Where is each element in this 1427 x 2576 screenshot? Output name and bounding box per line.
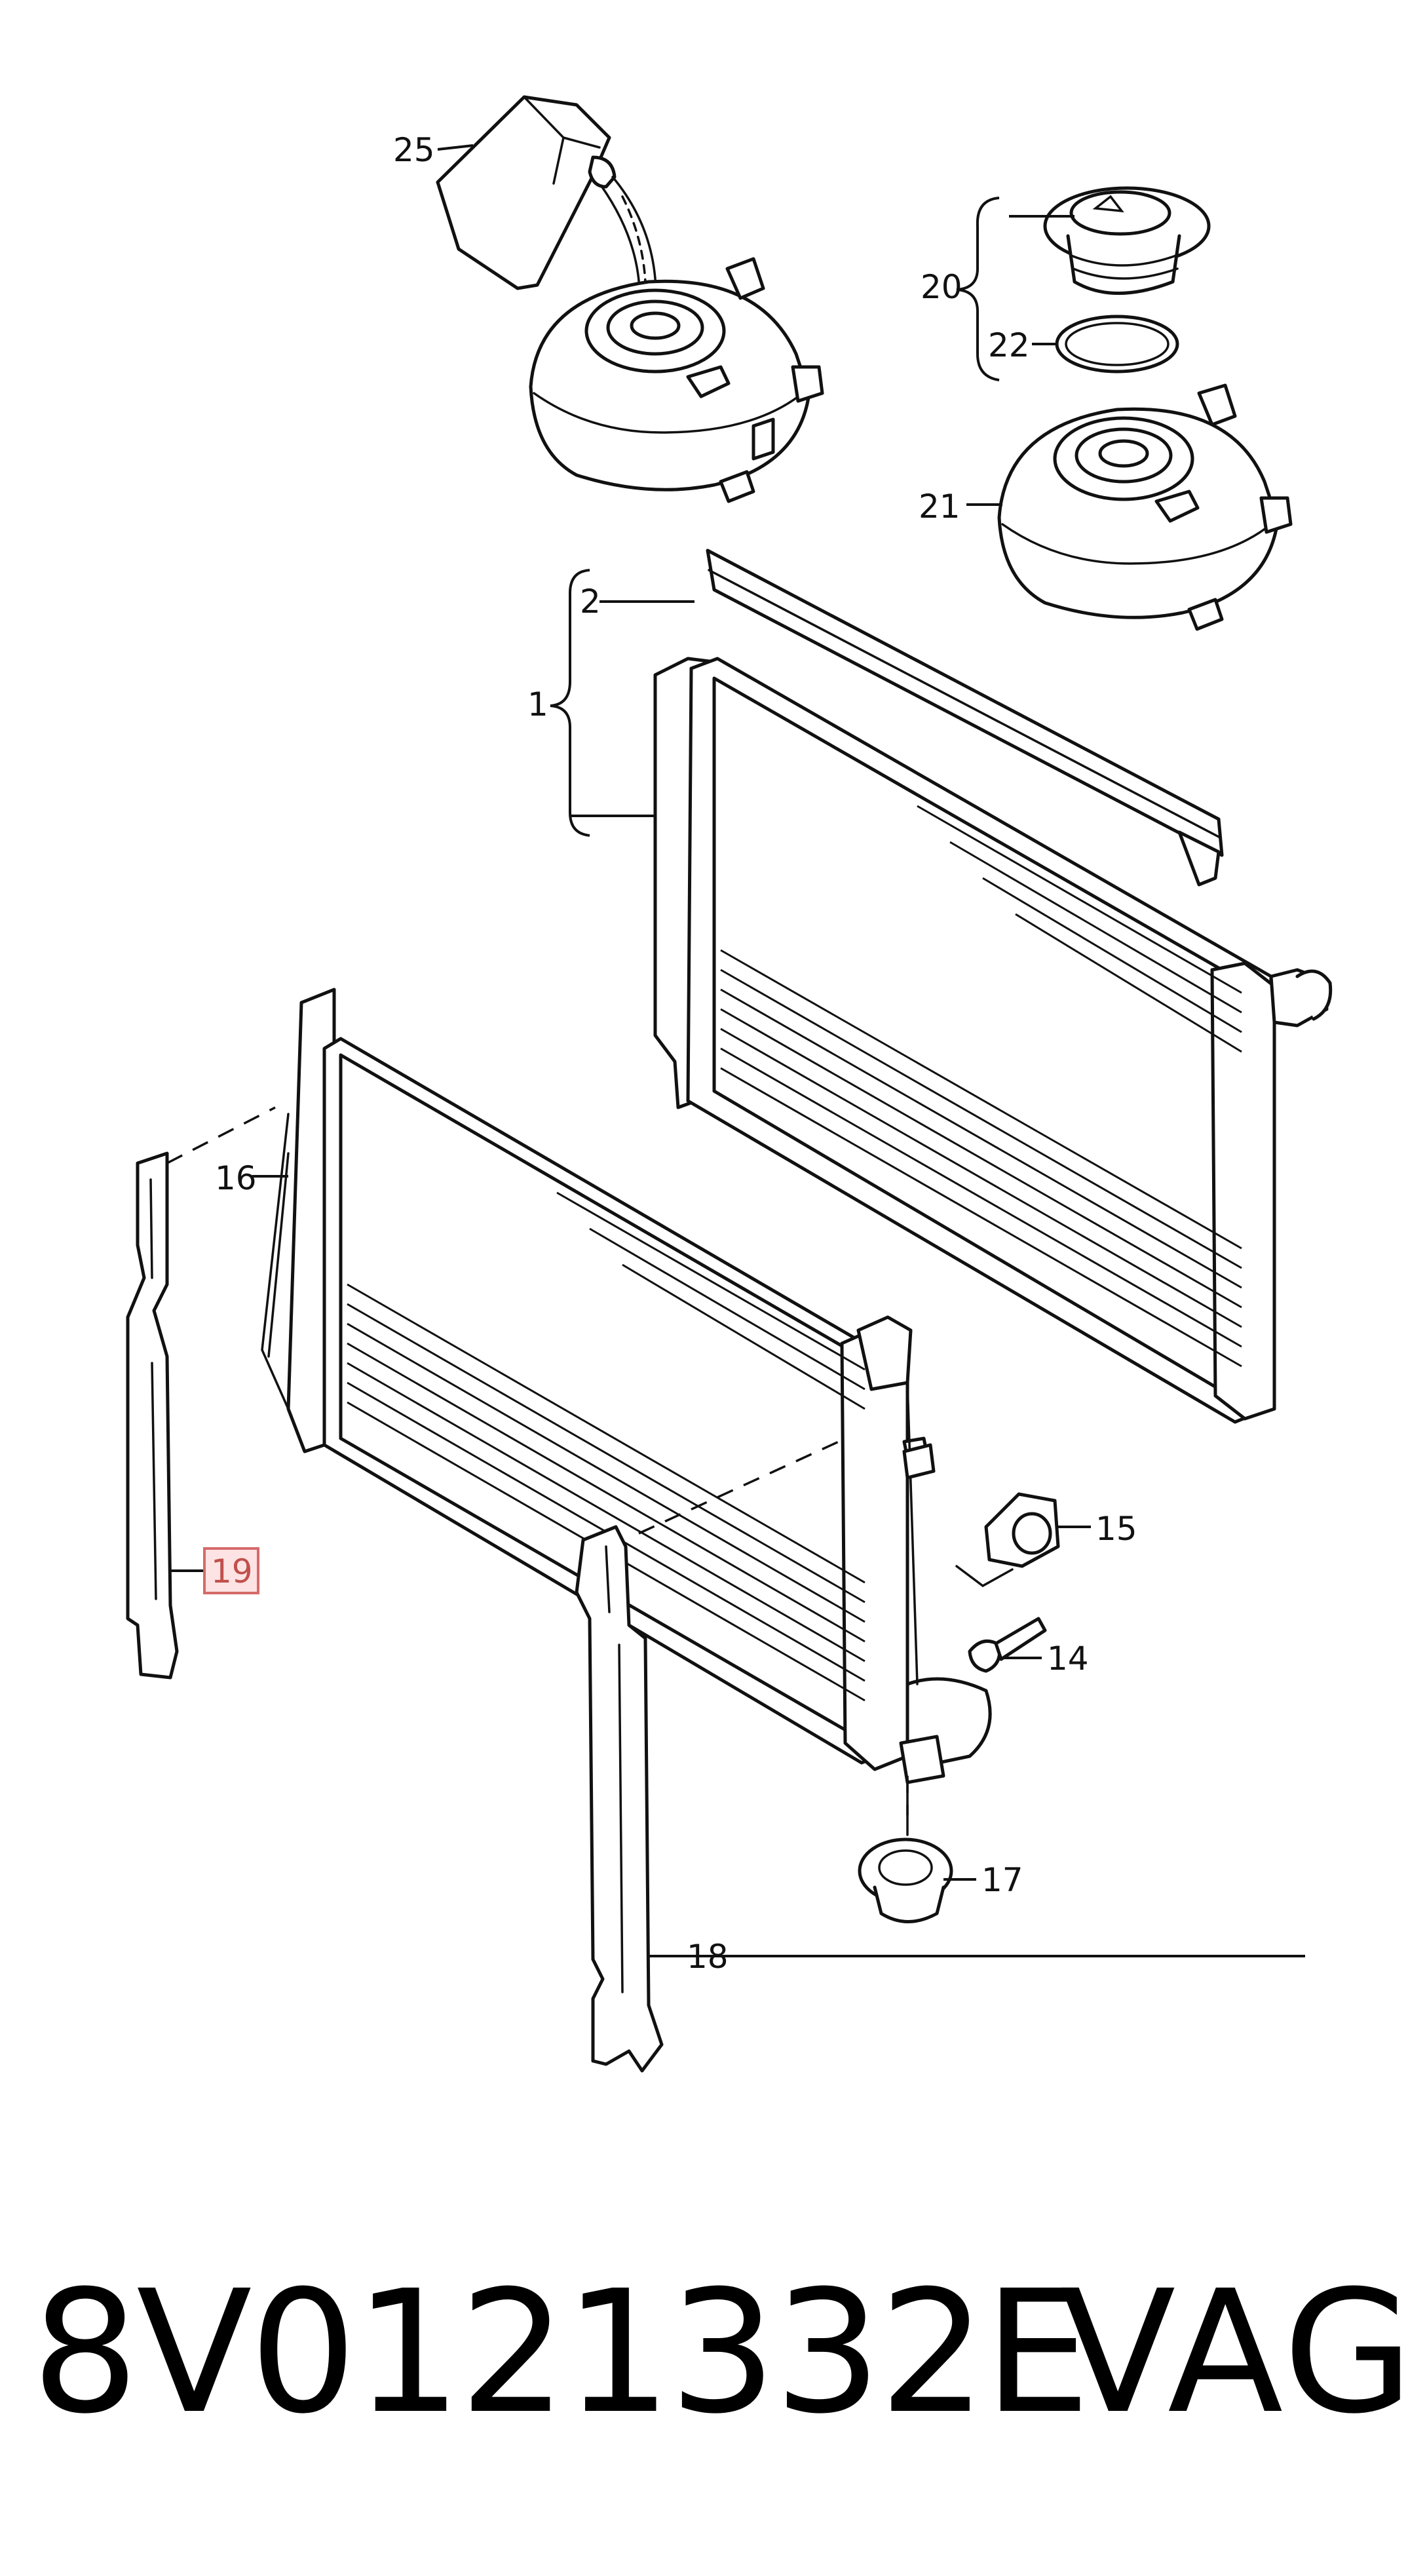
charge-air-cooler	[261, 988, 992, 1784]
part-number: 8V0121332E	[31, 2254, 1091, 2451]
callout-20[interactable]: 21	[919, 488, 961, 526]
callout-19-highlight	[203, 1547, 259, 1594]
o-ring	[1055, 315, 1179, 374]
expansion-tank-upper	[529, 257, 824, 503]
expansion-tank	[997, 383, 1293, 631]
assembly-lines	[166, 1106, 909, 1815]
callout-25[interactable]: 25	[393, 131, 435, 169]
rubber-grommet	[858, 1781, 953, 1923]
callout-21[interactable]: 20	[921, 268, 962, 306]
callout-2[interactable]: 2	[580, 583, 601, 621]
callout-14[interactable]: 14	[1047, 1640, 1089, 1678]
callout-15[interactable]: 15	[1095, 1510, 1137, 1548]
callout-22[interactable]: 22	[988, 326, 1030, 364]
callout-16[interactable]: 17	[981, 1861, 1023, 1899]
mount-bracket	[902, 1443, 1060, 1588]
callout-17[interactable]: 16	[215, 1159, 257, 1197]
seal-strip	[706, 548, 1224, 887]
filler-cap	[1043, 186, 1211, 295]
footer: 8V0121332E VAG	[0, 2254, 1427, 2451]
screw	[968, 1617, 1047, 1673]
callout-labels: 25 20 22 21 2 1 16 19 15 14 17 18	[203, 131, 1137, 1976]
callout-19[interactable]: 19	[211, 1552, 253, 1590]
air-guide-left	[126, 1151, 179, 1680]
brand-name: VAG	[1060, 2254, 1417, 2451]
callout-1[interactable]: 1	[527, 685, 548, 723]
coolant-bottle	[436, 95, 657, 316]
air-guide-right	[575, 1525, 664, 2073]
callout-18[interactable]: 18	[687, 1938, 729, 1976]
radiator	[653, 657, 1333, 1424]
leader-lines	[170, 144, 1305, 1957]
